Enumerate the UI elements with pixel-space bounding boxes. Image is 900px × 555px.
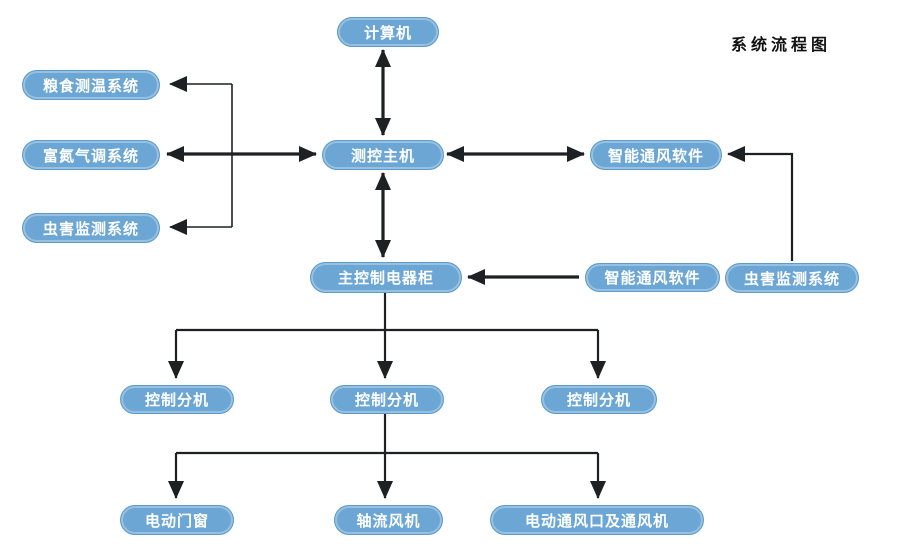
node-sub-controller-2: 控制分机	[330, 385, 444, 414]
node-computer: 计算机	[337, 17, 439, 47]
node-control-host: 测控主机	[322, 140, 444, 170]
node-vent-and-ventilator: 电动通风口及通风机	[490, 505, 704, 535]
node-nitrogen-system: 富氮气调系统	[22, 140, 160, 170]
node-sub-controller-3: 控制分机	[541, 385, 657, 414]
node-pest-system-right: 虫害监测系统	[725, 263, 859, 293]
node-vent-software-top: 智能通风软件	[590, 140, 722, 170]
diagram-title: 系统流程图	[731, 37, 832, 54]
edge-pestright-ventsoft	[727, 146, 794, 261]
node-axial-fan: 轴流风机	[334, 505, 443, 535]
node-grain-temp-system: 粮食测温系统	[22, 70, 160, 100]
node-sub-controller-1: 控制分机	[120, 385, 234, 414]
node-vent-software-mid: 智能通风软件	[585, 263, 720, 292]
node-pest-system-left: 虫害监测系统	[22, 213, 160, 243]
node-main-control-cabinet: 主控制电器柜	[310, 262, 462, 293]
node-electric-door-window: 电动门窗	[120, 505, 234, 535]
